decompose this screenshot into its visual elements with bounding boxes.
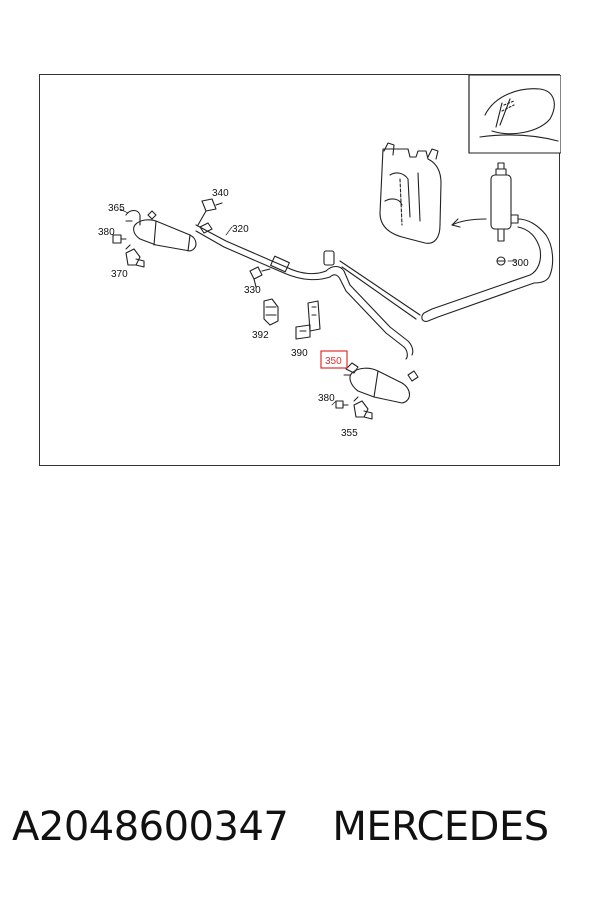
parts-diagram: 365 340 380 320 370 330 300 392 390 350 … xyxy=(98,75,561,439)
inset-thumbnail xyxy=(468,75,561,154)
label-365[interactable]: 365 xyxy=(108,203,125,214)
label-330[interactable]: 330 xyxy=(244,285,261,296)
bracket-390 xyxy=(295,300,321,340)
label-350[interactable]: 350 xyxy=(325,356,342,367)
washer-pump xyxy=(490,162,519,266)
label-380-left[interactable]: 380 xyxy=(98,227,115,238)
connector-380-right xyxy=(335,400,349,409)
footer-caption: A2048600347 MERCEDES xyxy=(12,804,592,860)
diagram-frame: 365 340 380 320 370 330 300 392 390 350 … xyxy=(39,74,561,466)
left-nozzle-assembly xyxy=(125,209,213,252)
label-300[interactable]: 300 xyxy=(512,258,529,269)
hose-main xyxy=(339,218,554,322)
label-392[interactable]: 392 xyxy=(252,330,269,341)
washer-reservoir xyxy=(379,142,442,244)
pointer-arrow xyxy=(451,218,487,228)
right-nozzle-assembly xyxy=(343,362,419,404)
label-355[interactable]: 355 xyxy=(341,428,358,439)
leader-lines xyxy=(119,208,517,406)
label-370[interactable]: 370 xyxy=(111,269,128,280)
part-355 xyxy=(353,396,373,420)
fitting-340 xyxy=(197,198,223,226)
highlight-box-350[interactable] xyxy=(320,350,348,369)
connector-380-left xyxy=(112,234,127,244)
label-320[interactable]: 320 xyxy=(232,224,249,235)
bracket-392 xyxy=(263,298,279,326)
label-390[interactable]: 390 xyxy=(291,348,308,359)
part-330 xyxy=(249,266,271,288)
part-370 xyxy=(125,244,145,268)
label-340[interactable]: 340 xyxy=(212,188,229,199)
part-number: A2048600347 xyxy=(12,804,289,850)
brand-name: MERCEDES xyxy=(332,804,549,850)
hose-320 xyxy=(195,224,414,360)
label-380-right[interactable]: 380 xyxy=(318,393,335,404)
